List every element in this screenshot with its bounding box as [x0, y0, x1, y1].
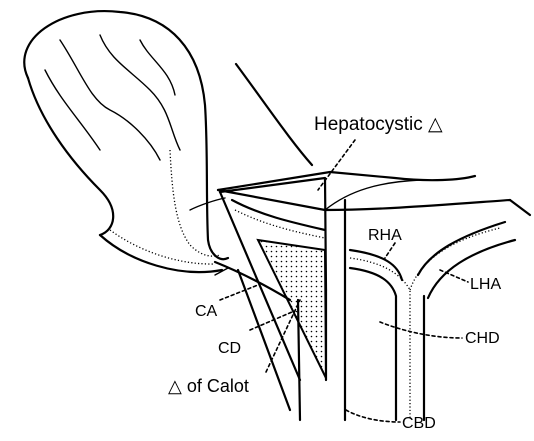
gallbladder	[24, 11, 228, 272]
label-cbd: CBD	[402, 415, 436, 432]
liver-edge	[190, 64, 530, 215]
label-rha: RHA	[368, 227, 402, 244]
label-lha: LHA	[470, 276, 501, 293]
label-hepatocystic-triangle: Hepatocystic △	[314, 114, 443, 135]
label-ca: CA	[195, 303, 218, 320]
label-cd: CD	[218, 340, 241, 357]
label-chd: CHD	[465, 330, 500, 347]
bile-duct	[326, 200, 345, 420]
label-calot-triangle: △ of Calot	[168, 376, 249, 396]
hepatic-arteries	[350, 222, 515, 420]
